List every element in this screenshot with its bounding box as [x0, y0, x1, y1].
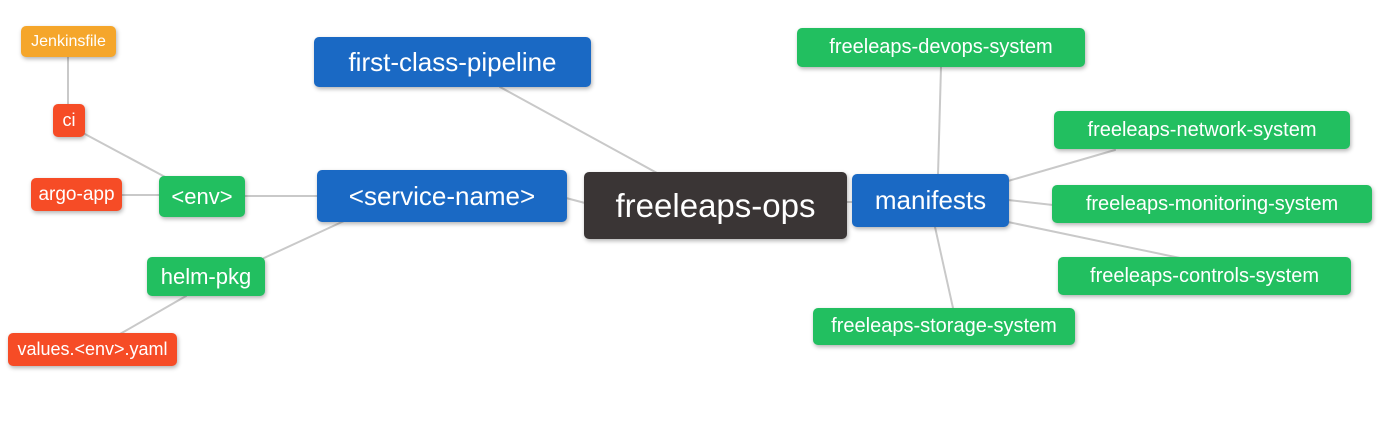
node-freeleaps-ops[interactable]: freeleaps-ops — [584, 172, 847, 239]
edge-manifests-network-system — [1007, 149, 1116, 182]
node-argo-app[interactable]: argo-app — [31, 178, 122, 211]
edge-manifests-monitoring-system — [1007, 199, 1054, 206]
edge-first-class-pipeline-ops — [499, 86, 658, 174]
node-freeleaps-network-system[interactable]: freeleaps-network-system — [1054, 111, 1350, 149]
node-env[interactable]: <env> — [159, 176, 245, 217]
edge-service-name-helm-pkg — [263, 220, 345, 259]
node-freeleaps-controls-system[interactable]: freeleaps-controls-system — [1058, 257, 1351, 295]
edge-manifests-controls-system — [1007, 221, 1181, 259]
edge-service-name-ops — [565, 197, 586, 204]
node-jenkinsfile[interactable]: Jenkinsfile — [21, 26, 116, 57]
node-freeleaps-devops-system[interactable]: freeleaps-devops-system — [797, 28, 1085, 67]
node-first-class-pipeline[interactable]: first-class-pipeline — [314, 37, 591, 87]
node-freeleaps-monitoring-system[interactable]: freeleaps-monitoring-system — [1052, 185, 1372, 223]
node-ci[interactable]: ci — [53, 104, 85, 137]
node-manifests[interactable]: manifests — [852, 174, 1009, 227]
node-freeleaps-storage-system[interactable]: freeleaps-storage-system — [813, 308, 1075, 345]
edge-helm-pkg-values-env-yaml — [119, 295, 187, 335]
edge-manifests-devops-system — [937, 66, 942, 176]
edge-ci-env — [82, 132, 168, 179]
node-values-env-yaml[interactable]: values.<env>.yaml — [8, 333, 177, 366]
edge-manifests-storage-system — [934, 226, 954, 309]
node-service-name[interactable]: <service-name> — [317, 170, 567, 222]
node-helm-pkg[interactable]: helm-pkg — [147, 257, 265, 296]
